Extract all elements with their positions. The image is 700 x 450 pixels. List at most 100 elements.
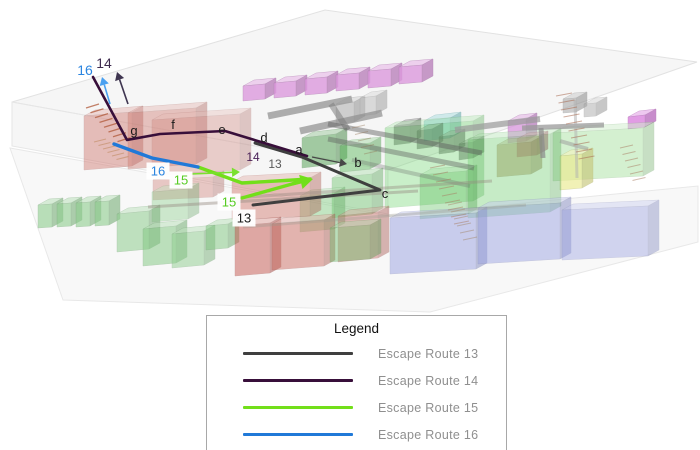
- room-box: [151, 182, 200, 223]
- waypoint-label-14: 14: [96, 55, 112, 71]
- room-box-front: [331, 173, 373, 219]
- corridor-bar: [147, 189, 419, 209]
- room-box-top: [271, 213, 336, 225]
- waypoint-label-16: 16: [77, 62, 93, 78]
- direction-arrow-shaft: [190, 171, 233, 175]
- waypoint-label-c: c: [382, 186, 389, 201]
- stair-hatch: [98, 141, 111, 147]
- legend-line-swatch: [243, 433, 353, 436]
- corridor-bar: [521, 122, 605, 131]
- direction-arrow-shaft: [103, 84, 111, 105]
- route-marker-15: 15: [217, 193, 241, 211]
- route-marker-text: 13: [237, 211, 251, 226]
- room-box-side: [377, 205, 390, 259]
- room-box-top: [127, 101, 208, 114]
- stair-hatch: [560, 106, 578, 111]
- legend-item-0: Escape Route 13: [207, 340, 506, 367]
- escape-route-16-path: [112, 142, 200, 169]
- room-box-front: [398, 64, 423, 85]
- route-marker-box: [232, 209, 256, 227]
- corridor-bar: [454, 116, 541, 133]
- room-box-side: [581, 147, 594, 189]
- corridor-bar: [242, 203, 527, 229]
- stair-hatch: [563, 113, 580, 118]
- stair-hatch: [94, 112, 109, 119]
- corridor-bar: [538, 127, 546, 159]
- room-box-top: [419, 164, 478, 176]
- direction-arrow-shaft: [311, 156, 341, 164]
- stair-hatch: [632, 177, 646, 181]
- stair-hatch: [117, 136, 131, 143]
- room-box: [242, 77, 277, 102]
- stair-hatch: [624, 157, 639, 162]
- direction-arrow-head: [115, 72, 125, 82]
- building-slab: [9, 147, 699, 313]
- room-box-top: [337, 205, 390, 217]
- room-box-front: [75, 201, 91, 228]
- stair-hatch: [450, 213, 467, 218]
- room-box-top: [151, 107, 252, 121]
- room-box-top: [329, 218, 382, 229]
- room-box: [359, 89, 388, 117]
- stair-hatch: [108, 127, 122, 133]
- route-marker-13: 13: [232, 209, 256, 227]
- room-box-front: [271, 219, 325, 271]
- direction-arrow-head: [299, 174, 313, 189]
- corridor-bar: [327, 121, 483, 156]
- waypoint-label-a: a: [295, 142, 303, 157]
- room-box: [151, 107, 252, 177]
- direction-arrow-head: [339, 158, 347, 167]
- room-box-front: [496, 141, 532, 178]
- room-box-front: [242, 83, 266, 102]
- room-box: [94, 194, 121, 227]
- waypoint-label-g: g: [130, 123, 137, 138]
- corridor-bar: [351, 158, 471, 188]
- room-box-side: [369, 218, 382, 260]
- room-box-front: [477, 202, 561, 265]
- room-box-front: [458, 141, 474, 161]
- stair-hatch: [447, 201, 463, 206]
- room-box-front: [56, 202, 72, 228]
- room-box: [271, 213, 336, 271]
- legend-item-label: Escape Route 16: [378, 427, 479, 442]
- stair-hatch: [444, 199, 461, 204]
- stair-hatch: [90, 108, 104, 114]
- room-box: [273, 74, 308, 99]
- route-marker-text: 16: [151, 164, 165, 179]
- room-box-front: [142, 225, 177, 267]
- route-marker-16: 16: [146, 162, 170, 180]
- room-box: [467, 127, 562, 219]
- direction-arrow-head: [231, 167, 240, 178]
- corridor-bar: [327, 136, 475, 171]
- corridor-bar: [573, 99, 579, 179]
- room-box: [329, 218, 382, 263]
- room-box-side: [647, 199, 660, 257]
- waypoint-label-13: 13: [268, 157, 282, 171]
- route-marker-text: 15: [222, 195, 236, 210]
- stair-hatch: [622, 151, 636, 155]
- legend: Legend Escape Route 13 Escape Route 14 Esc…: [206, 315, 507, 450]
- stair-hatch: [102, 145, 116, 150]
- room-box-front: [416, 128, 433, 150]
- legend-item-label: Escape Route 14: [378, 373, 479, 388]
- legend-title: Legend: [333, 321, 380, 336]
- stair-hatch: [363, 150, 378, 155]
- room-box-front: [561, 205, 649, 261]
- route-marker-box: [146, 162, 170, 180]
- legend-item-1: Escape Route 14: [207, 367, 506, 394]
- stair-hatch: [629, 170, 644, 175]
- room-box-front: [389, 212, 477, 275]
- room-box: [496, 135, 543, 178]
- room-box-side: [549, 127, 562, 213]
- stair-hatch: [456, 222, 472, 227]
- route-marker-text: 15: [174, 173, 188, 188]
- stair-hatch: [438, 185, 455, 190]
- stair-hatch: [573, 141, 590, 146]
- legend-item-label: Escape Route 13: [378, 346, 479, 361]
- escape-route-13-path: [251, 141, 382, 207]
- stair-hatch: [107, 148, 120, 154]
- stair-hatch: [441, 192, 458, 197]
- room-box-front: [335, 72, 360, 92]
- room-box-top: [299, 186, 346, 197]
- stair-hatch: [99, 117, 113, 124]
